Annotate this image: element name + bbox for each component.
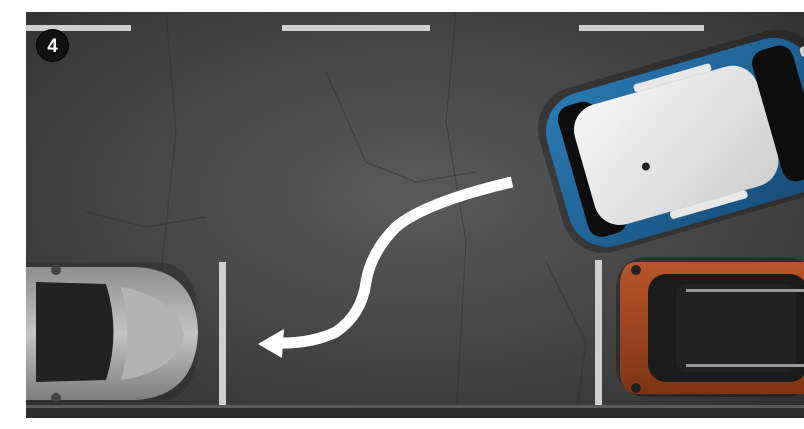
parked-right-car <box>616 257 804 397</box>
lane-markings <box>26 25 704 31</box>
parking-scene <box>26 12 804 418</box>
step-number-badge: 4 <box>36 29 69 62</box>
curb <box>26 408 804 418</box>
parked-left-car <box>26 262 198 403</box>
parking-illustration <box>26 12 804 418</box>
parking-line-right <box>595 260 602 410</box>
parking-line-left <box>219 262 226 408</box>
